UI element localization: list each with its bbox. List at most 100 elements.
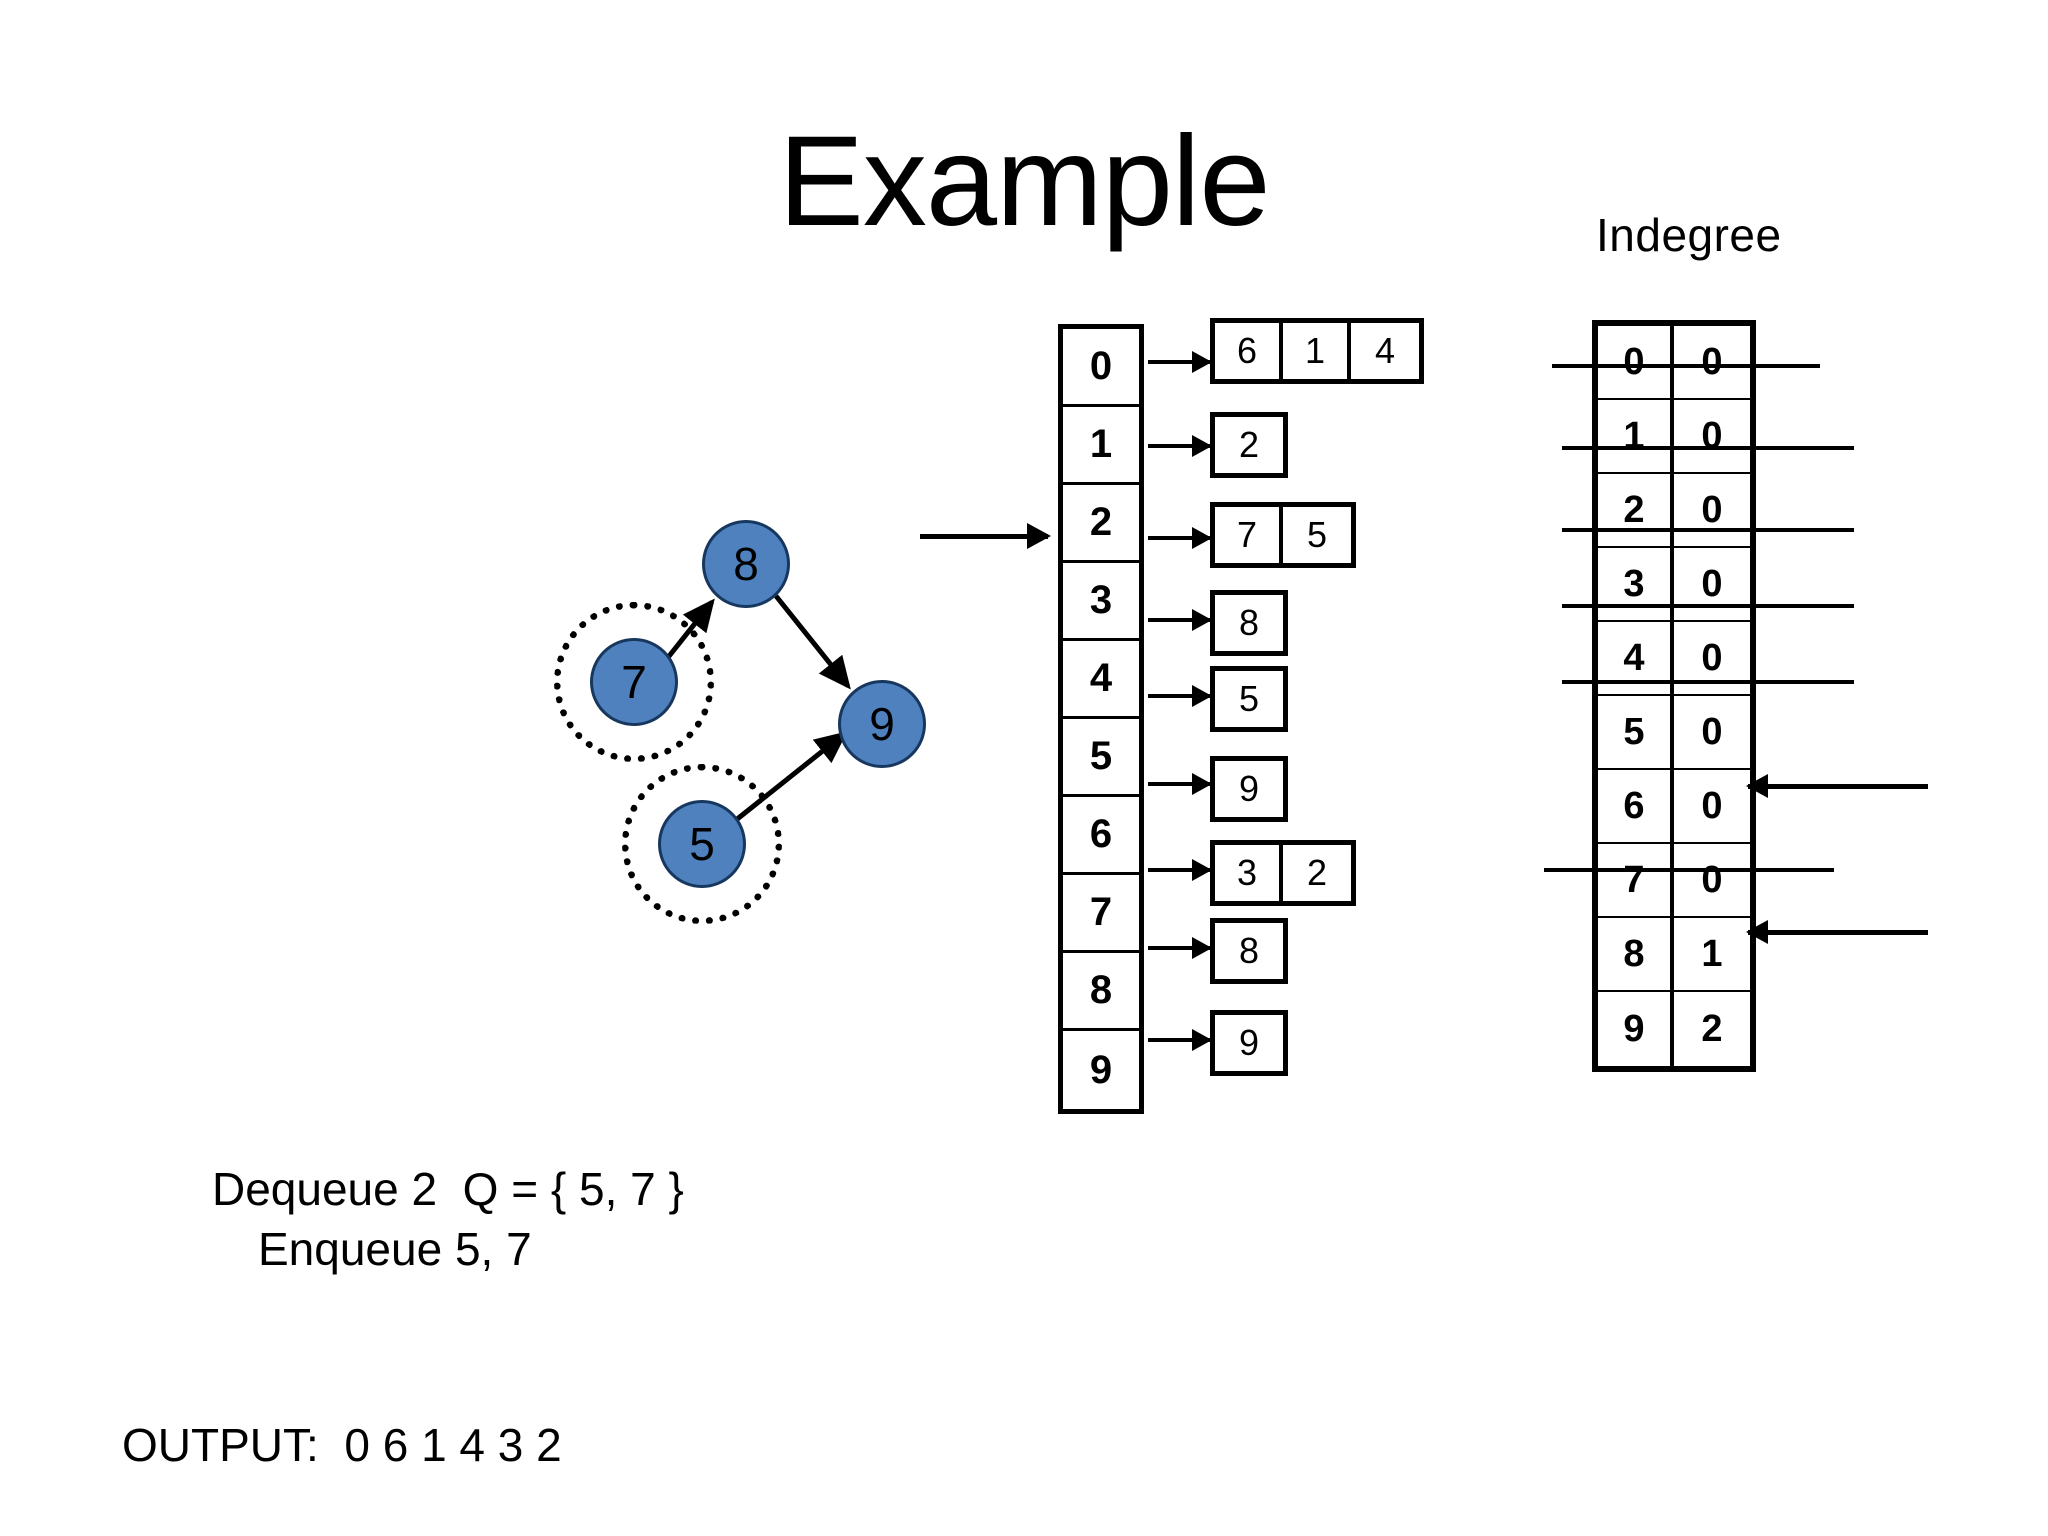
table-row[interactable]: 6 0 xyxy=(1598,770,1750,844)
indegree-heading: Indegree xyxy=(1596,209,1782,261)
caption-dequeue: Dequeue 2 Q = { 5, 7 } xyxy=(212,1163,684,1215)
indegree-count-cell: 0 xyxy=(1674,770,1750,844)
adjacency-link-arrow xyxy=(1148,685,1212,707)
adjacency-index-cell[interactable]: 8 xyxy=(1063,953,1139,1031)
indegree-count-cell: 0 xyxy=(1674,844,1750,918)
adjacency-link-arrow xyxy=(1148,351,1212,373)
adjacency-link-arrow xyxy=(1148,527,1212,549)
adjacency-list-item[interactable]: 1 xyxy=(1283,323,1351,379)
adjacency-list-item[interactable]: 6 xyxy=(1215,323,1283,379)
graph-diagram: 8 7 9 5 xyxy=(540,520,1000,1040)
adjacency-link-arrow xyxy=(1148,1029,1212,1051)
adjacency-list-row: 3 2 xyxy=(1210,840,1356,906)
adjacency-list-row: 6 1 4 xyxy=(1210,318,1424,384)
indegree-vertex-cell: 5 xyxy=(1598,696,1674,770)
page-title: Example xyxy=(778,110,1271,253)
adjacency-list-row: 8 xyxy=(1210,590,1288,656)
adjacency-list-item[interactable]: 5 xyxy=(1238,678,1260,719)
indegree-strike-line xyxy=(1562,446,1854,450)
adjacency-link-arrow xyxy=(1148,773,1212,795)
adjacency-list-item[interactable]: 2 xyxy=(1306,852,1328,893)
adjacency-link-arrow xyxy=(1148,435,1212,457)
table-row[interactable]: 1 0 xyxy=(1598,400,1750,474)
table-row[interactable]: 3 0 xyxy=(1598,548,1750,622)
adjacency-list-row: 7 5 xyxy=(1210,502,1356,568)
indegree-strike-line xyxy=(1552,364,1820,368)
indegree-vertex-cell: 1 xyxy=(1598,400,1674,474)
graph-node-label: 5 xyxy=(689,818,715,870)
indegree-count-cell: 0 xyxy=(1674,474,1750,548)
indegree-vertex-cell: 6 xyxy=(1598,770,1674,844)
adjacency-index-cell[interactable]: 9 xyxy=(1089,1047,1113,1092)
indegree-vertex-cell: 2 xyxy=(1598,474,1674,548)
indegree-row-arrow-5 xyxy=(1746,774,1928,798)
adjacency-list-item[interactable]: 8 xyxy=(1238,930,1260,971)
edge-5-9 xyxy=(734,731,848,822)
table-row[interactable]: 4 0 xyxy=(1598,622,1750,696)
adjacency-index-cell[interactable]: 2 xyxy=(1063,485,1139,563)
indegree-count-cell: 0 xyxy=(1674,622,1750,696)
caption-output: OUTPUT: 0 6 1 4 3 2 xyxy=(122,1419,562,1471)
table-row[interactable]: 2 0 xyxy=(1598,474,1750,548)
adjacency-index-cell[interactable]: 7 xyxy=(1063,875,1139,953)
adjacency-index-cell[interactable]: 0 xyxy=(1063,329,1139,407)
indegree-count-cell: 0 xyxy=(1674,400,1750,474)
indegree-vertex-cell: 4 xyxy=(1598,622,1674,696)
edge-7-8 xyxy=(664,598,715,662)
graph-node-7[interactable]: 7 xyxy=(590,638,678,726)
adjacency-index-column: 0 1 2 3 4 5 6 7 8 9 xyxy=(1058,324,1144,1114)
indegree-count-cell: 1 xyxy=(1674,918,1750,992)
adjacency-link-arrow xyxy=(1148,937,1212,959)
adjacency-index-cell[interactable]: 4 xyxy=(1063,641,1139,719)
table-row[interactable]: 9 2 xyxy=(1598,992,1750,1066)
adjacency-list-item[interactable]: 9 xyxy=(1238,1022,1260,1063)
graph-node-5[interactable]: 5 xyxy=(658,800,746,888)
caption-enqueue: Enqueue 5, 7 xyxy=(258,1223,532,1275)
indegree-table: 0 0 1 0 2 0 3 0 4 0 5 0 6 0 7 0 xyxy=(1592,320,1756,1072)
adjacency-list-item[interactable]: 3 xyxy=(1215,845,1283,901)
adjacency-link-arrow xyxy=(1148,859,1212,881)
indegree-vertex-cell: 3 xyxy=(1598,548,1674,622)
graph-edges xyxy=(664,594,851,822)
graph-node-label: 9 xyxy=(869,698,895,750)
adjacency-list-row: 9 xyxy=(1210,1010,1288,1076)
adjacency-index-cell[interactable]: 5 xyxy=(1063,719,1139,797)
indegree-strike-line xyxy=(1562,528,1854,532)
graph-node-8[interactable]: 8 xyxy=(702,520,790,608)
adjacency-index-cell[interactable]: 3 xyxy=(1063,563,1139,641)
adjacency-list-item[interactable]: 8 xyxy=(1238,602,1260,643)
indegree-count-cell: 2 xyxy=(1701,1007,1723,1050)
graph-node-label: 8 xyxy=(733,538,759,590)
adjacency-index-cell[interactable]: 6 xyxy=(1063,797,1139,875)
table-row[interactable]: 7 0 xyxy=(1598,844,1750,918)
adjacency-list-row: 5 xyxy=(1210,666,1288,732)
indegree-strike-line xyxy=(1544,868,1834,872)
adjacency-list-row: 2 xyxy=(1210,412,1288,478)
graph-node-label: 7 xyxy=(621,656,647,708)
adjacency-link-arrow xyxy=(1148,609,1212,631)
indegree-vertex-cell: 0 xyxy=(1598,326,1674,400)
adjacency-list-item[interactable]: 5 xyxy=(1306,514,1328,555)
indegree-count-cell: 0 xyxy=(1674,326,1750,400)
indegree-count-cell: 0 xyxy=(1674,696,1750,770)
edge-8-9 xyxy=(774,594,851,690)
adjacency-list-item[interactable]: 9 xyxy=(1238,768,1260,809)
indegree-vertex-cell: 8 xyxy=(1598,918,1674,992)
node-halo-5 xyxy=(622,764,782,924)
node-halo-7 xyxy=(554,602,714,762)
table-row[interactable]: 8 1 xyxy=(1598,918,1750,992)
indegree-count-cell: 0 xyxy=(1674,548,1750,622)
adjacency-list-item[interactable]: 4 xyxy=(1374,330,1396,371)
adjacency-index-cell[interactable]: 1 xyxy=(1063,407,1139,485)
table-row[interactable]: 0 0 xyxy=(1598,326,1750,400)
adjacency-list-row: 9 xyxy=(1210,756,1288,822)
graph-node-9[interactable]: 9 xyxy=(838,680,926,768)
indegree-vertex-cell: 7 xyxy=(1598,844,1674,918)
indegree-strike-line xyxy=(1562,680,1854,684)
adjacency-list-item[interactable]: 2 xyxy=(1238,424,1260,465)
table-row[interactable]: 5 0 xyxy=(1598,696,1750,770)
indegree-vertex-cell: 9 xyxy=(1598,992,1674,1066)
adjacency-list-item[interactable]: 7 xyxy=(1215,507,1283,563)
indegree-strike-line xyxy=(1562,604,1854,608)
